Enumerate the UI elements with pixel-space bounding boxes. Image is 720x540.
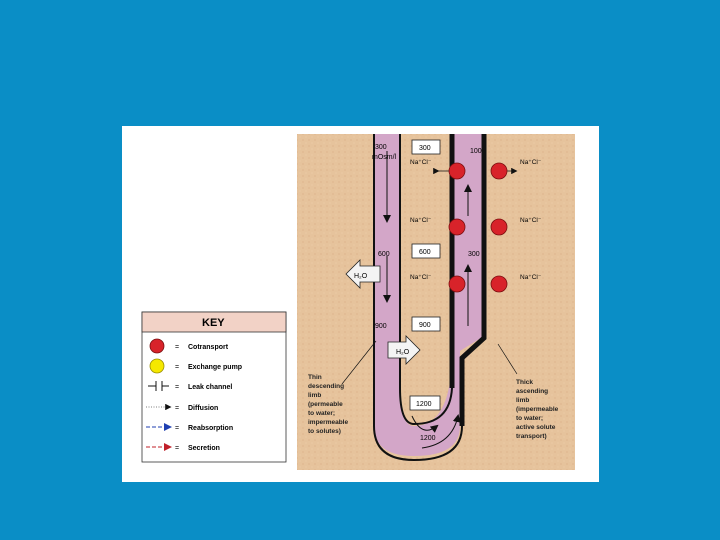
key-equals: = [175, 384, 179, 391]
desc-300-label: 300 [375, 144, 387, 151]
asc-300-label: 300 [468, 251, 480, 258]
box-900 [411, 316, 441, 332]
nacl-label: Na⁺Cl⁻ [520, 159, 542, 166]
h2o-arrow-upper [345, 259, 381, 289]
pump-row-1: Na⁺Cl⁻ Na⁺Cl⁻ [410, 159, 542, 180]
exchange-pump-icon [149, 358, 165, 374]
box-900-label: 900 [419, 322, 431, 329]
asc-100-label: 100 [470, 148, 482, 155]
osm-unit-label: mOsm/l [372, 154, 397, 161]
box-1200 [409, 395, 441, 411]
descending-limb-wall [373, 134, 463, 462]
nacl-label: Na⁺Cl⁻ [520, 217, 542, 224]
key-label-reabsorption: Reabsorption [188, 425, 233, 432]
nacl-label: Na⁺Cl⁻ [410, 217, 432, 224]
desc-label-pointer [341, 340, 377, 385]
box-300-label: 300 [419, 145, 431, 152]
key-label-exchange-pump: Exchange pump [188, 364, 242, 371]
pump-row-3: Na⁺Cl⁻ Na⁺Cl⁻ [410, 274, 542, 293]
key-header [141, 311, 287, 333]
key-title: KEY [202, 317, 225, 329]
cotransport-icon [149, 338, 165, 354]
pump-icon [448, 218, 466, 236]
flow-arrow-bottom [411, 415, 439, 433]
nacl-label: Na⁺Cl⁻ [410, 159, 432, 166]
key-label-cotransport: Cotransport [188, 344, 229, 351]
box-600 [411, 243, 441, 259]
descending-limb-inner-wall [399, 134, 453, 426]
key-label-secretion: Secretion [188, 445, 220, 452]
pump-icon [490, 162, 508, 180]
key-label-diffusion: Diffusion [188, 405, 218, 412]
pump-icon [448, 162, 466, 180]
desc-600-label: 600 [378, 251, 390, 258]
bottom-1200-label: 1200 [420, 435, 436, 442]
pump-row-2: Na⁺Cl⁻ Na⁺Cl⁻ [410, 217, 542, 236]
h2o-label-lower: H₂O [396, 349, 410, 356]
key-equals: = [175, 445, 179, 452]
h2o-arrow-lower [387, 335, 421, 365]
loop-diagram: 300 mOsm/l 300 100 600 600 300 900 900 1… [141, 134, 575, 470]
leak-channel-icon [148, 381, 169, 391]
box-600-label: 600 [419, 249, 431, 256]
h2o-label-upper: H₂O [354, 273, 368, 280]
box-300 [411, 139, 441, 155]
loop-of-henle-figure: 300 mOsm/l 300 100 600 600 300 900 900 1… [122, 126, 599, 482]
desc-900-label: 900 [375, 323, 387, 330]
flow-arrow-bottom-right [421, 414, 461, 449]
key-equals: = [175, 425, 179, 432]
key-equals: = [175, 405, 179, 412]
asc-limb-label: Thick ascending limb (impermeable to wat… [516, 379, 560, 440]
key-panel: KEY = Cotransport = Exchange pump = Leak… [141, 311, 287, 463]
desc-limb-label: Thin descending limb (permeable to water… [308, 374, 350, 435]
key-equals: = [175, 344, 179, 351]
asc-label-pointer [497, 343, 518, 375]
key-label-leak-channel: Leak channel [188, 384, 232, 391]
pump-icon [490, 275, 508, 293]
tubule-fill [374, 134, 484, 456]
key-equals: = [175, 364, 179, 371]
pump-icon [490, 218, 508, 236]
pump-icon [448, 275, 466, 293]
interstitium [297, 134, 575, 470]
ascending-limb-outer-wall [459, 134, 487, 426]
box-1200-label: 1200 [416, 401, 432, 408]
nacl-label: Na⁺Cl⁻ [410, 274, 432, 281]
key-frame [141, 311, 287, 463]
nacl-label: Na⁺Cl⁻ [520, 274, 542, 281]
